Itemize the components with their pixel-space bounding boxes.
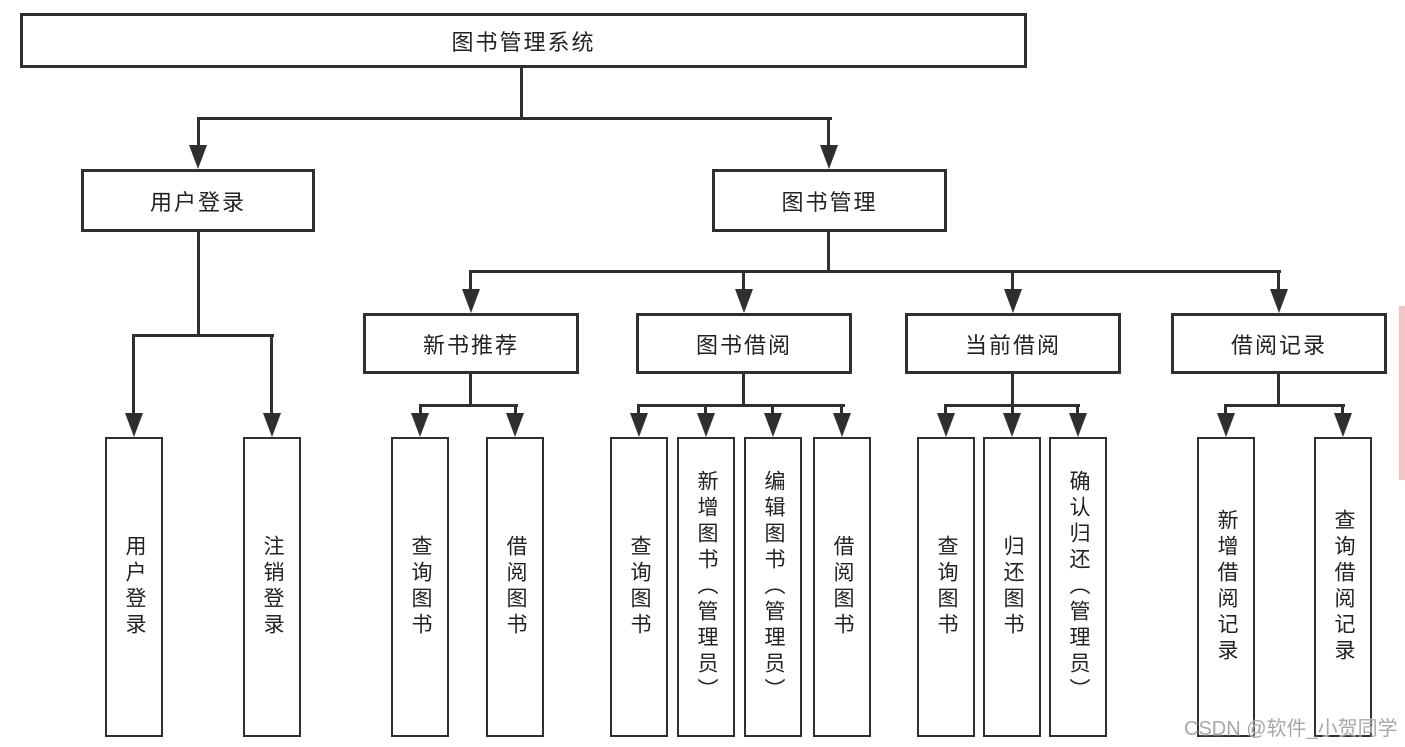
csdn-watermark: CSDN @软件_小贺同学: [1184, 718, 1398, 740]
connector-line: [469, 373, 472, 407]
connector-line: [1011, 404, 1014, 418]
leaf-query-borrow-record: 查询借阅记录: [1314, 437, 1372, 737]
connector-line: [470, 270, 1281, 273]
arrow-down-icon: [833, 413, 851, 437]
arrow-down-icon: [411, 413, 429, 437]
connector-line: [1076, 404, 1079, 418]
connector-line: [638, 404, 845, 407]
leaf-add-borrow-record: 新增借阅记录: [1197, 437, 1255, 737]
connector-line: [1277, 373, 1280, 407]
connector-line: [637, 404, 640, 418]
connector-line: [771, 404, 774, 418]
connector-line: [197, 117, 200, 149]
connector-line: [197, 117, 832, 120]
arrow-down-icon: [263, 413, 281, 437]
connector-line: [520, 68, 523, 120]
leaf-user-login: 用户登录: [105, 437, 163, 737]
arrow-down-icon: [735, 289, 753, 313]
arrow-down-icon: [1003, 413, 1021, 437]
connector-line: [827, 231, 830, 272]
connector-line: [514, 404, 517, 418]
connector-line: [469, 270, 472, 294]
connector-line: [1011, 373, 1014, 407]
node-current-borrow: 当前借阅: [905, 313, 1121, 374]
connector-line: [1224, 404, 1227, 418]
leaf-query-books-current: 查询图书: [917, 437, 975, 737]
leaf-confirm-return-admin: 确认归还（管理员）: [1049, 437, 1107, 737]
leaf-query-books-recommend: 查询图书: [391, 437, 449, 737]
connector-line: [419, 404, 422, 418]
connector-line: [1277, 270, 1280, 294]
connector-line: [419, 404, 518, 407]
node-root: 图书管理系统: [20, 13, 1027, 68]
arrow-down-icon: [1334, 413, 1352, 437]
connector-line: [742, 270, 745, 294]
node-book-management: 图书管理: [712, 169, 947, 232]
connector-line: [840, 404, 843, 418]
arrow-down-icon: [462, 289, 480, 313]
connector-line: [133, 334, 274, 337]
connector-line: [270, 334, 273, 416]
arrow-down-icon: [764, 413, 782, 437]
node-borrow-records: 借阅记录: [1171, 313, 1387, 374]
arrow-down-icon: [1069, 413, 1087, 437]
connector-line: [197, 231, 200, 337]
leaf-add-books-admin: 新增图书（管理员）: [677, 437, 735, 737]
connector-line: [944, 404, 947, 418]
arrow-down-icon: [820, 145, 838, 169]
leaf-borrow-books: 借阅图书: [813, 437, 871, 737]
node-new-book-recommend: 新书推荐: [363, 313, 579, 374]
leaf-query-books-borrow: 查询图书: [610, 437, 668, 737]
node-user-login: 用户登录: [81, 169, 315, 232]
connector-line: [1225, 404, 1345, 407]
arrow-down-icon: [630, 413, 648, 437]
leaf-logout: 注销登录: [243, 437, 301, 737]
connector-line: [132, 334, 135, 416]
arrow-down-icon: [189, 145, 207, 169]
arrow-down-icon: [937, 413, 955, 437]
arrow-down-icon: [1004, 289, 1022, 313]
connector-line: [742, 373, 745, 407]
csdn-accent-strip: [1399, 306, 1405, 480]
connector-line: [827, 117, 830, 149]
leaf-return-books: 归还图书: [983, 437, 1041, 737]
arrow-down-icon: [1217, 413, 1235, 437]
connector-line: [1011, 270, 1014, 294]
node-book-borrow: 图书借阅: [636, 313, 852, 374]
connector-line: [704, 404, 707, 418]
connector-line: [1341, 404, 1344, 418]
arrow-down-icon: [506, 413, 524, 437]
arrow-down-icon: [125, 413, 143, 437]
leaf-edit-books-admin: 编辑图书（管理员）: [744, 437, 802, 737]
leaf-borrow-books-recommend: 借阅图书: [486, 437, 544, 737]
arrow-down-icon: [697, 413, 715, 437]
arrow-down-icon: [1270, 289, 1288, 313]
